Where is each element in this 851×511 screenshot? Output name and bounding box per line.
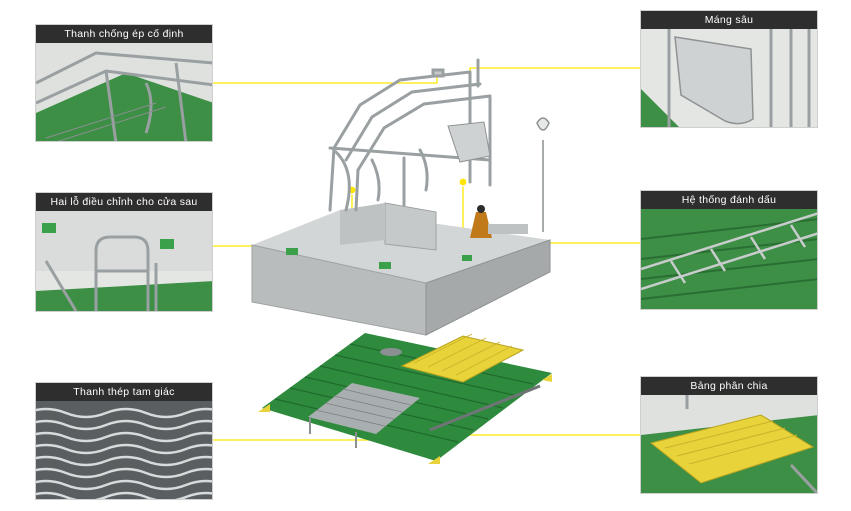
marker-bell-icon — [470, 205, 528, 238]
pen-walls — [251, 117, 551, 336]
callout-fixed-anti-crush-bar: Thanh chống ép cố định — [35, 24, 213, 142]
callout-title: Thanh chống ép cố định — [36, 25, 212, 43]
callout-triangular-steel-bar: Thanh thép tam giác — [35, 382, 213, 500]
leader-line-top-right — [469, 67, 640, 128]
steel-grid — [308, 383, 420, 434]
callout-title: Thanh thép tam giác — [36, 383, 212, 401]
callout-rear-door-adjustment-holes: Hai lỗ điều chỉnh cho cửa sau — [35, 192, 213, 312]
callout-photo — [641, 395, 817, 493]
callout-deep-trough: Máng sâu — [640, 10, 818, 128]
callout-title: Hệ thống đánh dấu — [641, 191, 817, 209]
floor-assembly — [258, 333, 552, 464]
lamp-icon — [536, 117, 550, 232]
callout-title: Máng sâu — [641, 11, 817, 29]
callout-photo — [36, 401, 212, 499]
callout-photo — [36, 43, 212, 141]
feeder-trough-icon — [447, 121, 491, 163]
callout-photo — [36, 211, 212, 311]
callout-photo — [641, 29, 817, 127]
leader-line-top-left — [212, 73, 438, 84]
callout-marking-system: Hệ thống đánh dấu — [640, 190, 818, 310]
callout-photo — [641, 209, 817, 309]
callout-divider-board: Bảng phân chia — [640, 376, 818, 494]
divider-board — [400, 335, 525, 383]
callout-title: Hai lỗ điều chỉnh cho cửa sau — [36, 193, 212, 211]
callout-title: Bảng phân chia — [641, 377, 817, 395]
